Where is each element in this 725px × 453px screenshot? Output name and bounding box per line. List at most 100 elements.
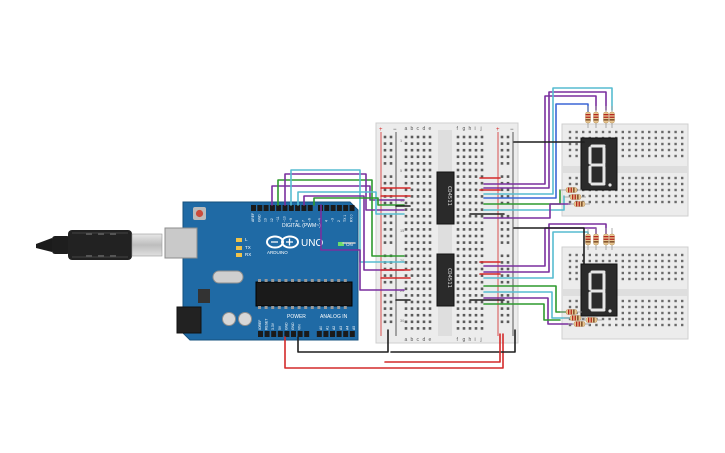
power-analog-pin[interactable] [323,331,329,337]
resistor[interactable] [603,106,609,128]
digital-pin-header[interactable] [251,205,355,211]
power-analog-pin[interactable] [304,331,310,337]
breadboard-holes[interactable] [383,135,510,330]
seven-segment-display-2[interactable] [580,263,618,317]
wire-cyan[interactable] [290,169,405,263]
power-analog-pin[interactable] [271,331,277,337]
wire-green[interactable] [277,179,405,257]
digital-pin[interactable] [251,205,256,211]
digital-pin[interactable] [301,205,307,211]
power-pin-label: 5V [278,325,282,330]
wire-black-gnd[interactable] [297,329,389,353]
power-analog-pin[interactable] [277,331,283,337]
resistor[interactable] [585,228,591,250]
wire-purple[interactable] [320,204,405,291]
digital-pin[interactable] [282,205,288,211]
digital-pin-label: ~5 [318,218,322,222]
wire-purple[interactable] [284,173,405,211]
resistor[interactable] [568,201,590,207]
resistor[interactable] [593,106,599,128]
usb-cable[interactable] [36,230,163,260]
resistor[interactable] [585,106,591,128]
digital-pin[interactable] [295,205,301,211]
column-label: a [405,126,408,132]
decoder-chip-2[interactable]: CD4511 [436,253,455,307]
column-label: d [423,126,426,132]
reset-button-cap[interactable] [195,209,204,218]
power-analog-pin[interactable] [297,331,303,337]
wire-green[interactable] [483,303,561,321]
wire-cyan[interactable] [483,195,565,211]
digital-pin[interactable] [307,205,313,211]
wire-purple[interactable] [303,195,405,271]
decoder-chip-1[interactable]: CD4511 [436,171,455,225]
digital-pin[interactable] [336,205,342,211]
wires[interactable] [271,87,613,369]
wire-cyan[interactable] [483,291,571,319]
resistor[interactable] [593,228,599,250]
digital-pin[interactable] [263,205,269,211]
resistor[interactable] [609,106,615,128]
board-model: UNO [301,238,323,249]
power-analog-pin[interactable] [291,331,296,337]
digital-pin[interactable] [330,205,336,211]
wire-purple[interactable] [483,297,573,325]
wire-purple[interactable] [483,91,607,189]
digital-pin[interactable] [349,205,355,211]
power-analog-pin[interactable] [336,331,342,337]
wire-purple[interactable] [483,95,597,185]
wire-purple[interactable] [483,203,571,219]
digital-pin[interactable] [257,205,263,211]
resistor[interactable] [560,187,582,193]
column-label: g [463,126,466,132]
arduino-logo-icon [266,235,299,249]
resistor[interactable] [564,194,586,200]
wire-cyan[interactable] [297,191,405,215]
digital-pin-label: ~11 [276,216,280,222]
resistor[interactable] [564,315,586,321]
column-label: c [417,337,420,343]
arduino-uno-board[interactable]: L TX RX ON UNO ARDUINO DIGITAL (PWM~) PO… [164,201,359,341]
segment-digit-1 [588,144,606,186]
wire-red-5v[interactable] [284,333,504,369]
power-analog-pin[interactable] [349,331,355,337]
wire-green[interactable] [313,197,405,206]
row-label: 15 [400,229,404,233]
wire-cyan[interactable] [483,87,613,195]
power-analog-pin[interactable] [258,331,263,337]
power-analog-pin-header[interactable] [258,331,355,337]
column-label: a [405,337,408,343]
digital-pin[interactable] [288,205,294,211]
power-analog-pin[interactable] [330,331,335,337]
wire-black-gnd[interactable] [390,329,516,353]
power-analog-pin[interactable] [264,331,270,337]
power-analog-pin[interactable] [316,331,322,337]
wire-red[interactable] [384,333,501,363]
digital-pin[interactable] [343,205,349,211]
column-label: b [411,126,414,132]
resistor[interactable] [603,228,609,250]
resistor[interactable] [609,228,615,250]
digital-pin[interactable] [324,205,330,211]
wire-black-display-2[interactable] [513,227,585,265]
column-label: c [417,126,420,132]
resistors[interactable] [560,106,615,327]
led-l [236,238,242,242]
analog-pin-label: A3 [339,326,343,330]
analog-header-label: ANALOG IN [320,314,348,320]
digital-pin[interactable] [276,205,282,211]
wire-purple[interactable] [271,185,405,206]
resistor[interactable] [580,317,602,323]
seven-segment-display-1[interactable] [580,137,618,191]
led-tx [236,246,242,250]
resistor[interactable] [560,309,582,315]
power-analog-pin[interactable] [284,331,290,337]
resistor[interactable] [568,321,590,327]
digital-pin[interactable] [269,205,275,211]
power-analog-pin[interactable] [343,331,349,337]
digital-pin-label: GND [257,214,261,222]
